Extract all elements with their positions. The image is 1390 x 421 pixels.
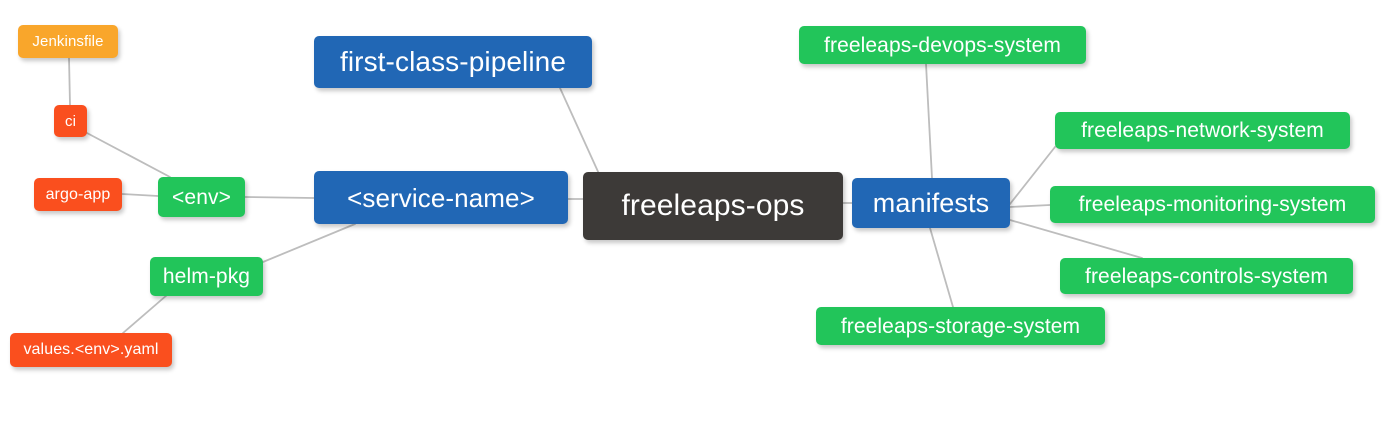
mindmap-node-label-manifests: manifests	[872, 187, 990, 218]
edge-env-to-ci	[86, 132, 171, 178]
edge-manifests-to-monitoring-system	[1009, 204, 1051, 208]
mindmap-node-label-values-yaml: values.<env>.yaml	[23, 341, 159, 358]
mindmap-node-service-name[interactable]: <service-name>	[314, 171, 568, 224]
mindmap-node-label-helm-pkg: helm-pkg	[162, 265, 251, 288]
mindmap-node-label-ci: ci	[64, 112, 77, 130]
mindmap-node-controls-system[interactable]: freeleaps-controls-system	[1060, 258, 1353, 294]
mindmap-node-devops-system[interactable]: freeleaps-devops-system	[799, 26, 1086, 64]
mindmap-node-helm-pkg[interactable]: helm-pkg	[150, 257, 263, 296]
mindmap-node-jenkinsfile[interactable]: Jenkinsfile	[18, 25, 118, 58]
mindmap-node-monitoring-system[interactable]: freeleaps-monitoring-system	[1050, 186, 1375, 223]
mindmap-node-env[interactable]: <env>	[158, 177, 245, 217]
edge-service-name-to-helm-pkg	[262, 223, 356, 263]
edge-manifests-to-controls-system	[1009, 219, 1143, 259]
edge-root-to-first-class-pipeline	[559, 87, 601, 177]
mindmap-node-argo-app[interactable]: argo-app	[34, 178, 122, 211]
edge-manifests-to-network-system	[1009, 146, 1056, 205]
mindmap-node-label-first-class-pipeline: first-class-pipeline	[339, 46, 567, 77]
edge-manifests-to-storage-system	[929, 227, 954, 308]
mindmap-node-label-network-system: freeleaps-network-system	[1081, 119, 1324, 142]
mindmap-node-label-monitoring-system: freeleaps-monitoring-system	[1078, 193, 1347, 216]
edge-helm-pkg-to-values-yaml	[122, 294, 168, 334]
mindmap-node-label-service-name: <service-name>	[347, 182, 535, 213]
mindmap-node-label-devops-system: freeleaps-devops-system	[824, 33, 1061, 57]
mindmap-node-label-storage-system: freeleaps-storage-system	[840, 314, 1081, 338]
mindmap-node-storage-system[interactable]: freeleaps-storage-system	[816, 307, 1105, 345]
edge-ci-to-jenkinsfile	[68, 57, 71, 106]
mindmap-node-label-env: <env>	[172, 185, 231, 209]
mindmap-node-label-controls-system: freeleaps-controls-system	[1085, 264, 1328, 288]
mindmap-node-manifests[interactable]: manifests	[852, 178, 1010, 228]
mindmap-node-ci[interactable]: ci	[54, 105, 87, 137]
mindmap-node-root[interactable]: freeleaps-ops	[583, 172, 843, 240]
edge-manifests-to-devops-system	[925, 63, 933, 179]
mindmap-node-network-system[interactable]: freeleaps-network-system	[1055, 112, 1350, 149]
mindmap-node-first-class-pipeline[interactable]: first-class-pipeline	[314, 36, 592, 88]
mindmap-node-values-yaml[interactable]: values.<env>.yaml	[10, 333, 172, 367]
mindmap-node-label-root: freeleaps-ops	[621, 189, 805, 222]
mindmap-node-label-argo-app: argo-app	[45, 185, 111, 203]
edge-env-to-argo-app	[121, 193, 159, 197]
edge-service-name-to-env	[244, 196, 315, 199]
mindmap-node-label-jenkinsfile: Jenkinsfile	[32, 33, 104, 50]
